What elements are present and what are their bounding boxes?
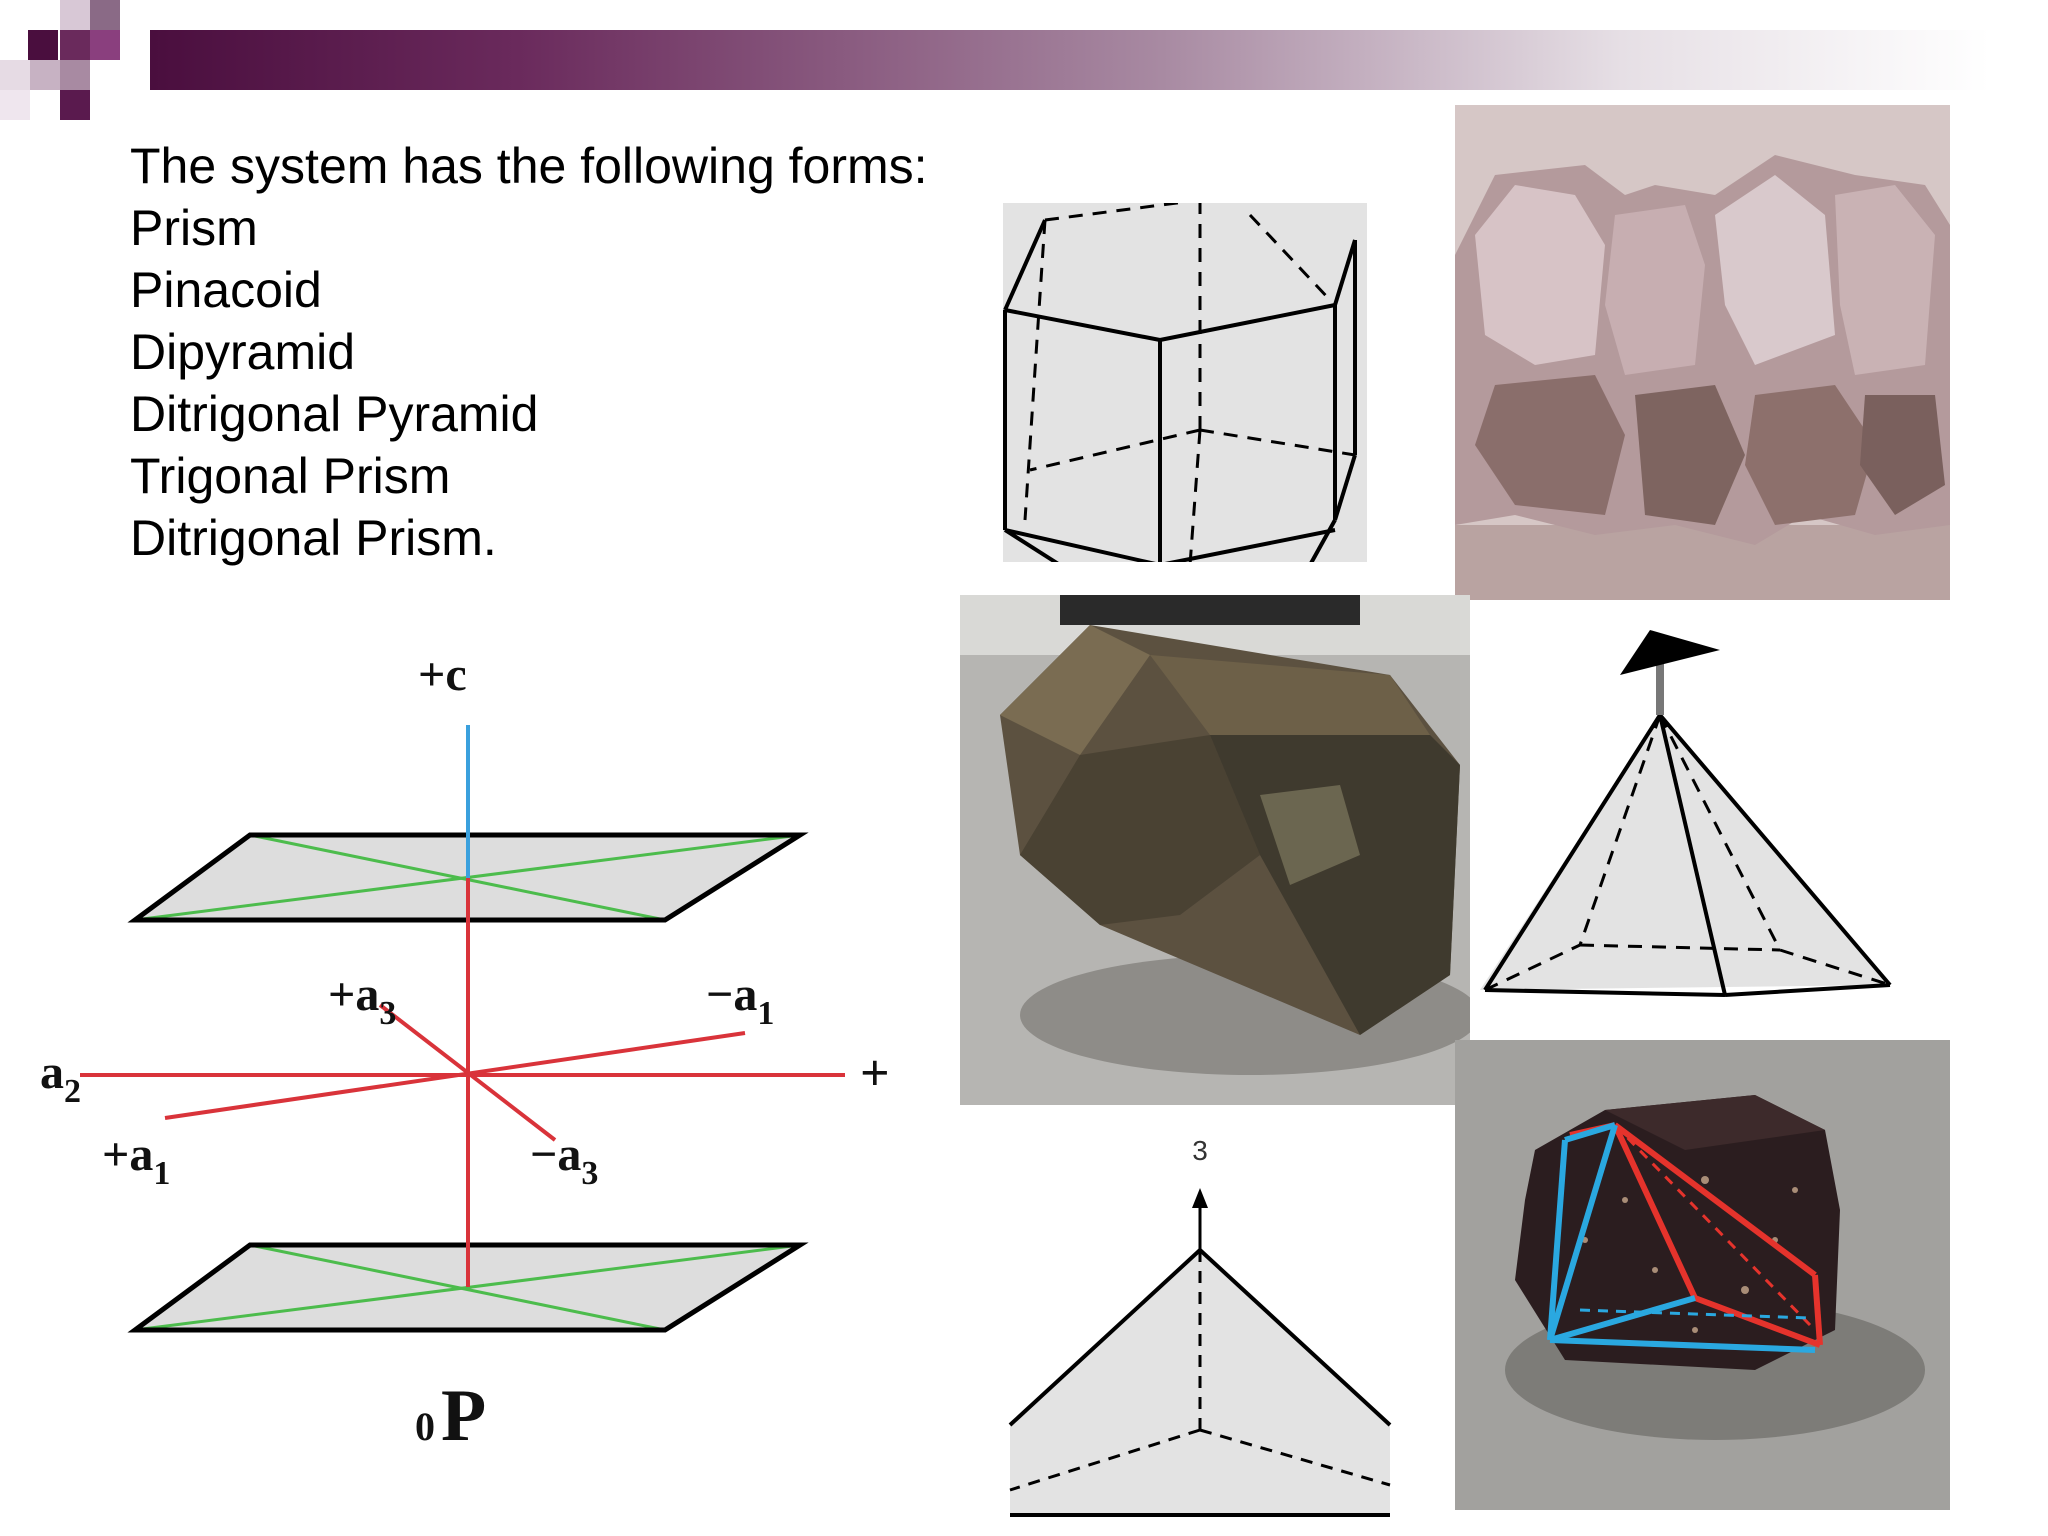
a2-subscript: 2 <box>64 1073 81 1110</box>
form-item: Dipyramid <box>130 324 356 380</box>
svg-text:0P: 0P <box>415 1375 486 1457</box>
title-bar-decoration <box>150 30 1990 90</box>
plus-a1-subscript: 1 <box>153 1155 170 1192</box>
pinacoid-axis-figure: +c +a3 −a1 a2 + +a1 −a3 0P <box>40 648 890 1457</box>
form-item: Pinacoid <box>130 262 322 318</box>
plus-right-label: + <box>860 1045 890 1102</box>
trigonal-pyramid-drawing: 3 <box>1008 1135 1392 1517</box>
form-item: Prism <box>130 200 258 256</box>
plus-a3-subscript: 3 <box>379 995 396 1032</box>
plus-c-label: +c <box>418 648 467 701</box>
svg-text:−a1: −a1 <box>706 968 774 1032</box>
svg-text:+a1: +a1 <box>102 1128 170 1192</box>
svg-text:a2: a2 <box>40 1046 81 1110</box>
svg-text:+a3: +a3 <box>328 968 396 1032</box>
hexagonal-prism-drawing <box>1000 200 1370 565</box>
intro-line: The system has the following forms: <box>130 138 928 194</box>
axis-3-label: 3 <box>1192 1135 1208 1166</box>
slide-text: The system has the following forms: Pris… <box>130 135 990 569</box>
svg-text:+c: +c <box>418 648 467 701</box>
minus-a3-label: −a <box>530 1128 581 1181</box>
form-item: Ditrigonal Prism. <box>130 510 497 566</box>
svg-text:+: + <box>860 1045 890 1102</box>
minus-a1-subscript: 1 <box>757 995 774 1032</box>
ditrigonal-crystal-photo <box>1455 1040 1950 1510</box>
a2-label: a <box>40 1046 64 1099</box>
prism-rock-photo <box>960 595 1470 1105</box>
form-item: Ditrigonal Pyramid <box>130 386 539 442</box>
svg-text:−a3: −a3 <box>530 1128 598 1192</box>
minus-a1-label: −a <box>706 968 757 1021</box>
form-subscript: 0 <box>415 1404 435 1449</box>
form-symbol: P <box>441 1375 486 1457</box>
form-item: Trigonal Prism <box>130 448 451 504</box>
minus-a3-subscript: 3 <box>581 1155 598 1192</box>
plus-a3-label: +a <box>328 968 379 1021</box>
plus-a1-label: +a <box>102 1128 153 1181</box>
quartz-crystal-photo <box>1455 105 1950 600</box>
pyramid-drawing <box>1480 630 1892 997</box>
